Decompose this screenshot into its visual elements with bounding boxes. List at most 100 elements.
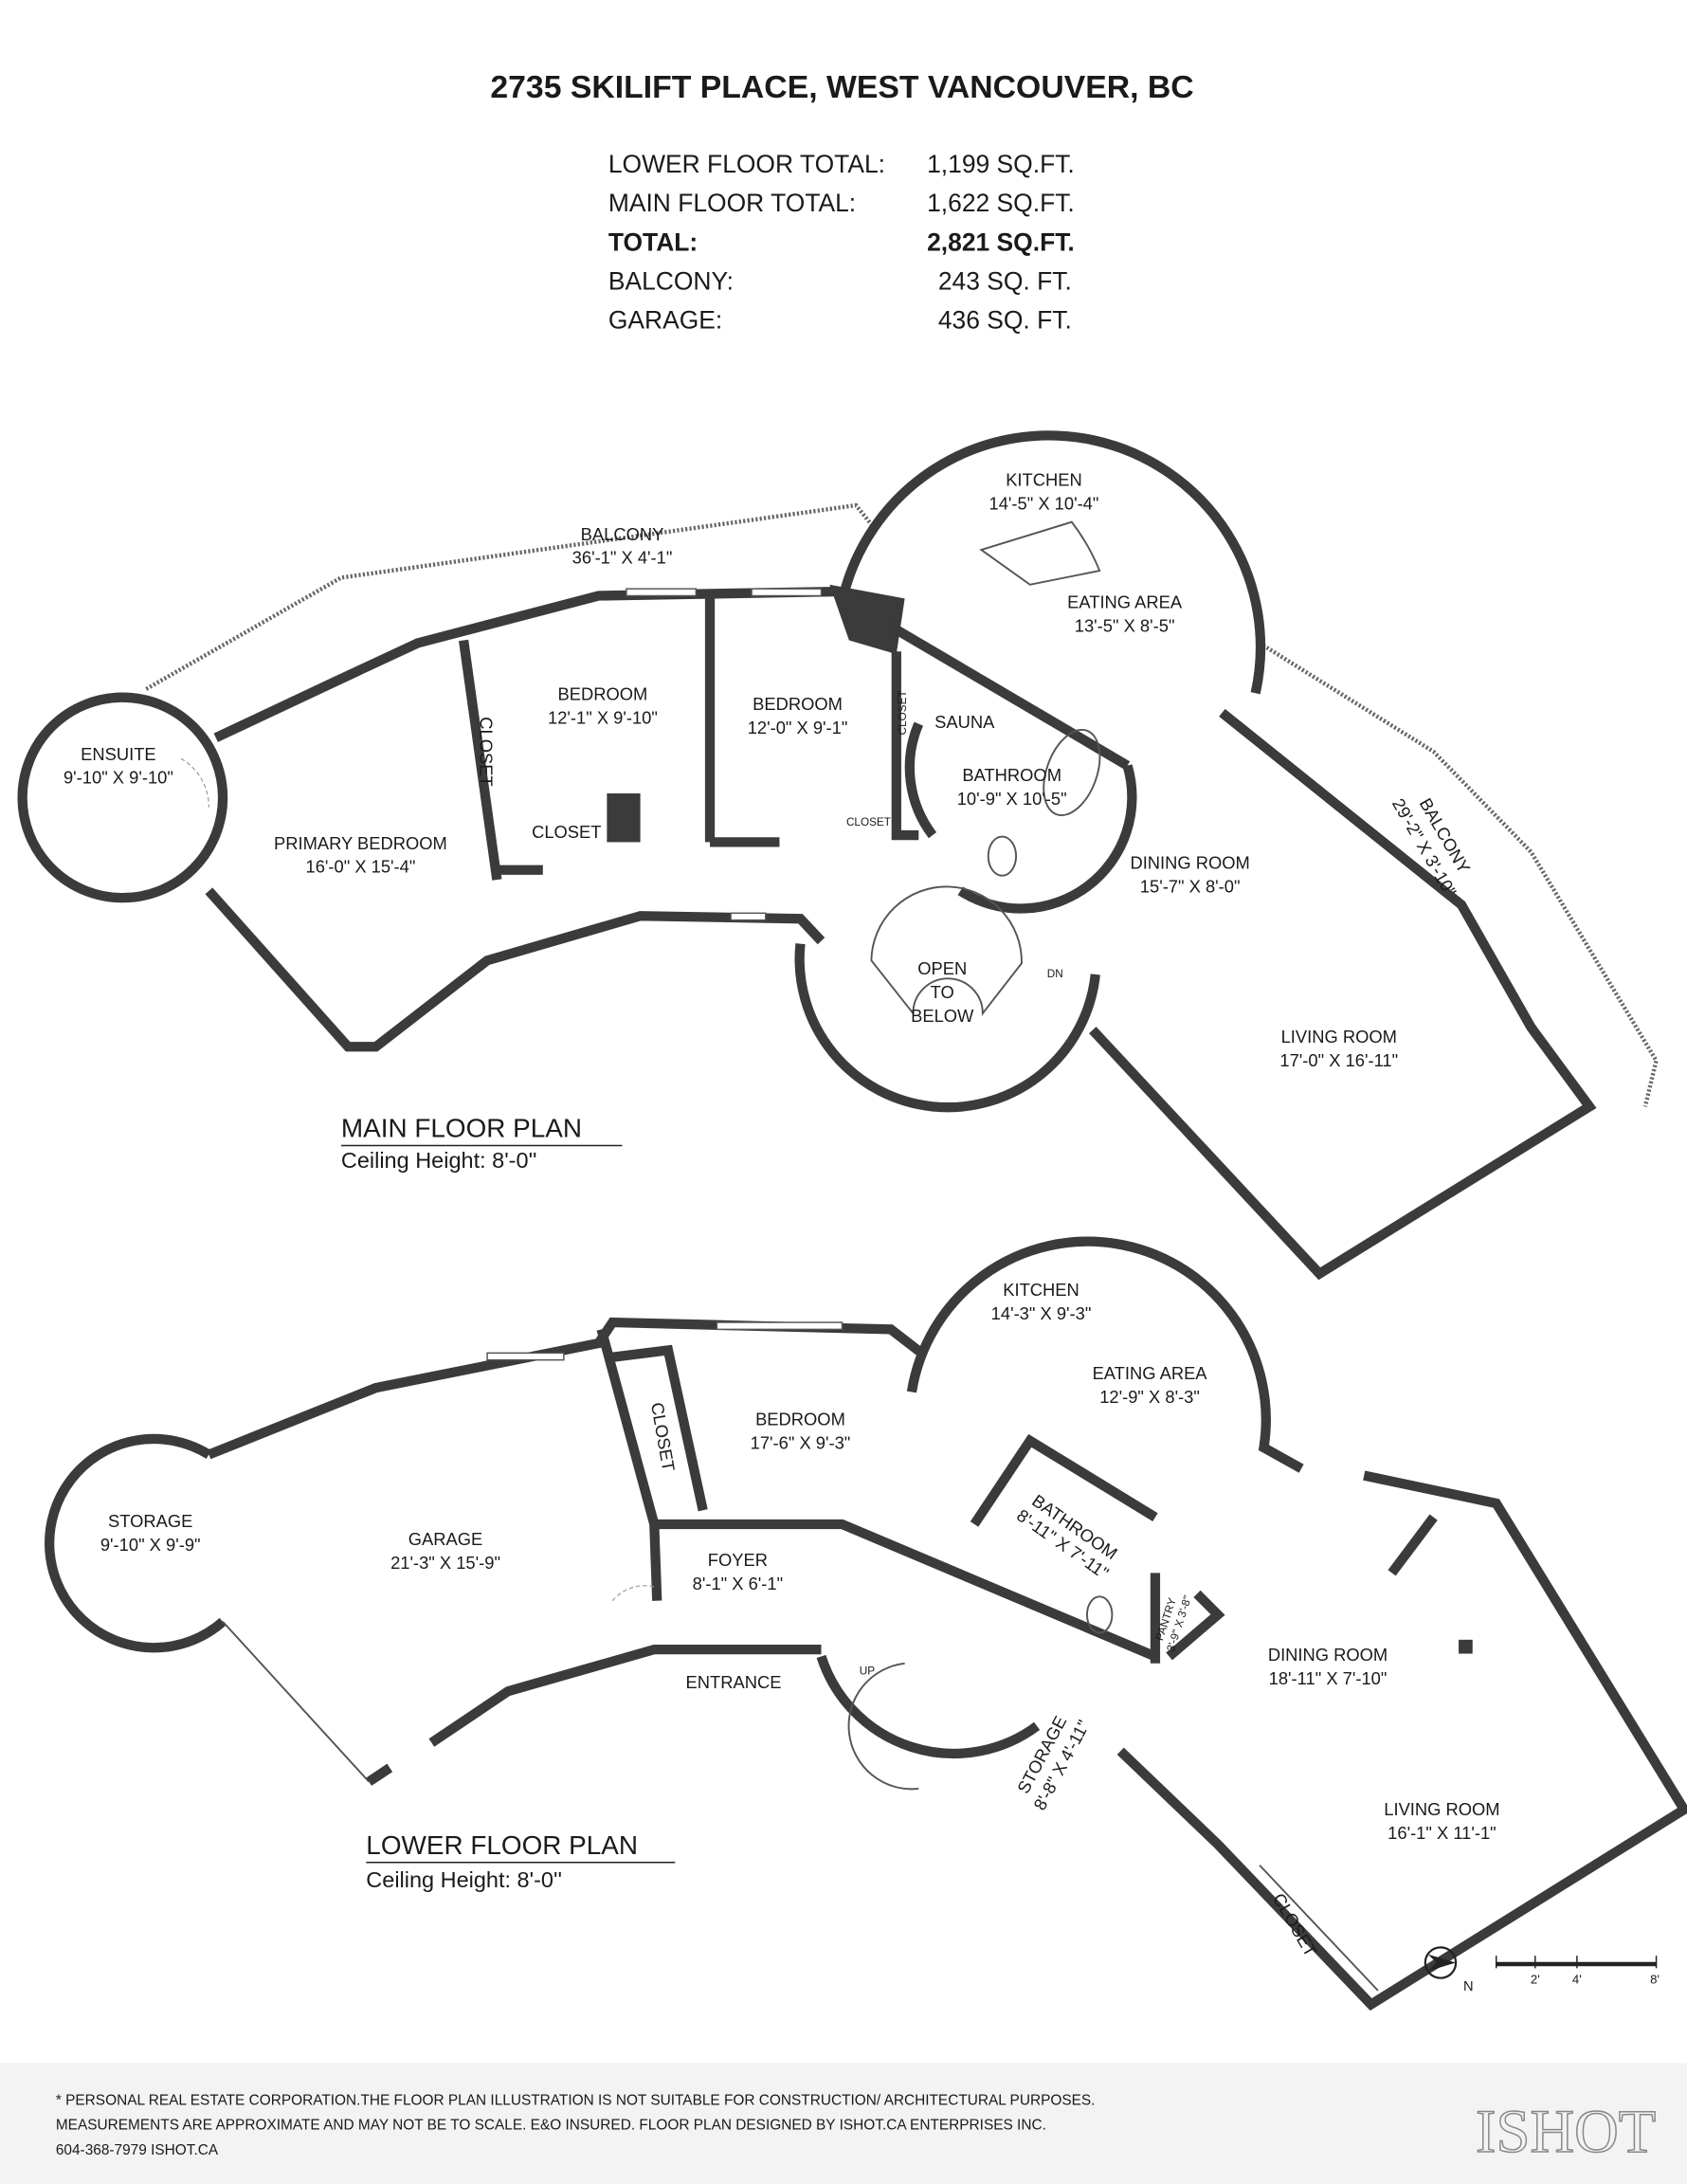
exterior-wall (213, 586, 836, 742)
kitchen-island (979, 520, 1101, 586)
legend: N 2' 4' 8' (1424, 1946, 1660, 1994)
disclaimer-line: MEASUREMENTS ARE APPROXIMATE AND MAY NOT… (56, 2118, 1046, 2134)
balcony-railing (145, 502, 875, 691)
room-name: CLOSET (532, 822, 601, 842)
room-dims: 18'-11" X 7'-10" (1269, 1668, 1388, 1688)
room-dims: 14'-3" X 9'-3" (991, 1303, 1092, 1323)
room-name: LIVING ROOM (1384, 1799, 1499, 1819)
room-name: CLOSET (1269, 1890, 1321, 1960)
summary-label: BALCONY: (608, 266, 734, 295)
room-dims: 10'-9" X 10'-5" (957, 789, 1067, 809)
door-swing (611, 1585, 655, 1602)
interior-wall (596, 1328, 1157, 1662)
storage-wall (45, 1433, 227, 1653)
stair-dn-label: DN (1047, 968, 1063, 980)
column (1459, 1639, 1473, 1654)
interior-wall (888, 622, 1131, 771)
contact-line: 604-368-7979 ISHOT.CA (56, 2142, 219, 2158)
stair-up-label: UP (860, 1665, 875, 1678)
interior-wall (891, 651, 919, 841)
room-name: BATHROOM (962, 765, 1061, 785)
property-address-title: 2735 SKILIFT PLACE, WEST VANCOUVER, BC (490, 69, 1193, 105)
scale-label: 4' (1572, 1973, 1582, 1987)
north-arrow-icon (1424, 1946, 1458, 1979)
stair-inner (847, 1662, 919, 1791)
room-name: CLOSET (477, 717, 497, 786)
footer-band (0, 2063, 1687, 2184)
summary-label: LOWER FLOOR TOTAL: (608, 150, 885, 178)
room-name: KITCHEN (1006, 469, 1082, 489)
north-label: N (1463, 1979, 1474, 1994)
room-dims: 13'-5" X 8'-5" (1075, 616, 1175, 636)
room-name: LIVING ROOM (1281, 1027, 1397, 1046)
area-summary: LOWER FLOOR TOTAL: 1,199 SQ.FT. MAIN FLO… (608, 150, 1075, 334)
open-label: BELOW (911, 1006, 974, 1026)
summary-value: 436 SQ. FT. (938, 306, 1072, 335)
room-dims: 12'-1" X 9'-10" (548, 708, 658, 728)
scale-label: 2' (1531, 1973, 1540, 1987)
room-name: BEDROOM (755, 1410, 845, 1429)
open-to-below-void (870, 885, 1023, 1016)
room-name: BEDROOM (753, 694, 843, 714)
ensuite-wall (17, 692, 228, 903)
room-dims: 9'-10" X 9'-10" (63, 768, 173, 788)
main-floor-labels: BALCONY 36'-1" X 4'-1" KITCHEN 14'-5" X … (63, 469, 1475, 1173)
door-swing (180, 757, 209, 808)
exterior-wall (428, 1644, 822, 1747)
exterior-wall (1089, 708, 1597, 1281)
summary-label: MAIN FLOOR TOTAL: (608, 189, 856, 217)
room-dims: 21'-3" X 15'-9" (390, 1553, 500, 1573)
room-name: CLOSET (897, 690, 909, 735)
bathroom-wall (904, 721, 937, 839)
open-label: OPEN (917, 958, 967, 978)
room-dims: 17'-0" X 16'-11" (1279, 1050, 1398, 1070)
main-floor-plan (17, 430, 1659, 1281)
kitchen-wall (837, 430, 1266, 695)
room-name: EATING AREA (1067, 592, 1183, 612)
room-name: SAUNA (934, 712, 995, 732)
floor-plan-title: LOWER FLOOR PLAN (366, 1830, 638, 1860)
ishot-logo: ISHOT (1476, 2097, 1656, 2165)
exterior-wall (205, 887, 825, 1052)
toilet-icon (987, 835, 1018, 877)
room-dims: 8'-1" X 6'-1" (693, 1574, 783, 1593)
room-name: PRIMARY BEDROOM (274, 833, 447, 853)
stair-wall (794, 943, 1100, 1113)
summary-label: GARAGE: (608, 306, 722, 335)
room-dims: 16'-1" X 11'-1" (1388, 1823, 1497, 1843)
window (626, 588, 698, 597)
scale-bar (1495, 1956, 1658, 1969)
summary-label: TOTAL: (608, 228, 698, 256)
room-name: CLOSET (846, 816, 891, 828)
room-dims: 14'-5" X 10'-4" (989, 493, 1099, 513)
bathtub-icon (1043, 728, 1101, 817)
room-dims: 16'-0" X 15'-4" (306, 857, 416, 877)
room-dims: 12'-0" X 9'-1" (748, 718, 848, 737)
closet-wall (611, 1344, 708, 1512)
room-name: EATING AREA (1093, 1363, 1208, 1383)
room-name: DINING ROOM (1130, 852, 1249, 872)
window (716, 1321, 844, 1331)
room-name: FOYER (708, 1550, 768, 1570)
room-name: ENSUITE (81, 744, 156, 764)
room-dims: 36'-1" X 4'-1" (572, 548, 673, 568)
closet-door (1259, 1865, 1379, 1992)
summary-value: 2,821 SQ.FT. (927, 228, 1075, 256)
summary-value: 243 SQ. FT. (938, 266, 1072, 295)
toilet-icon (1086, 1595, 1114, 1634)
bathroom-wall (970, 1433, 1158, 1527)
wall-block (607, 793, 641, 843)
room-dims: 15'-7" X 8'-0" (1140, 876, 1241, 896)
lower-floor-plan (45, 1236, 1687, 2011)
bathroom-wall (957, 764, 1137, 914)
room-name: DINING ROOM (1268, 1645, 1388, 1665)
interior-wall (649, 1523, 662, 1601)
scale-label: 8' (1650, 1973, 1660, 1987)
room-dims: 17'-6" X 9'-3" (751, 1433, 851, 1453)
entrance-label: ENTRANCE (686, 1672, 782, 1692)
exterior-wall (1116, 1470, 1687, 2011)
room-name: CLOSET (647, 1401, 679, 1473)
summary-value: 1,622 SQ.FT. (927, 189, 1075, 217)
kitchen-wall (906, 1236, 1304, 1473)
